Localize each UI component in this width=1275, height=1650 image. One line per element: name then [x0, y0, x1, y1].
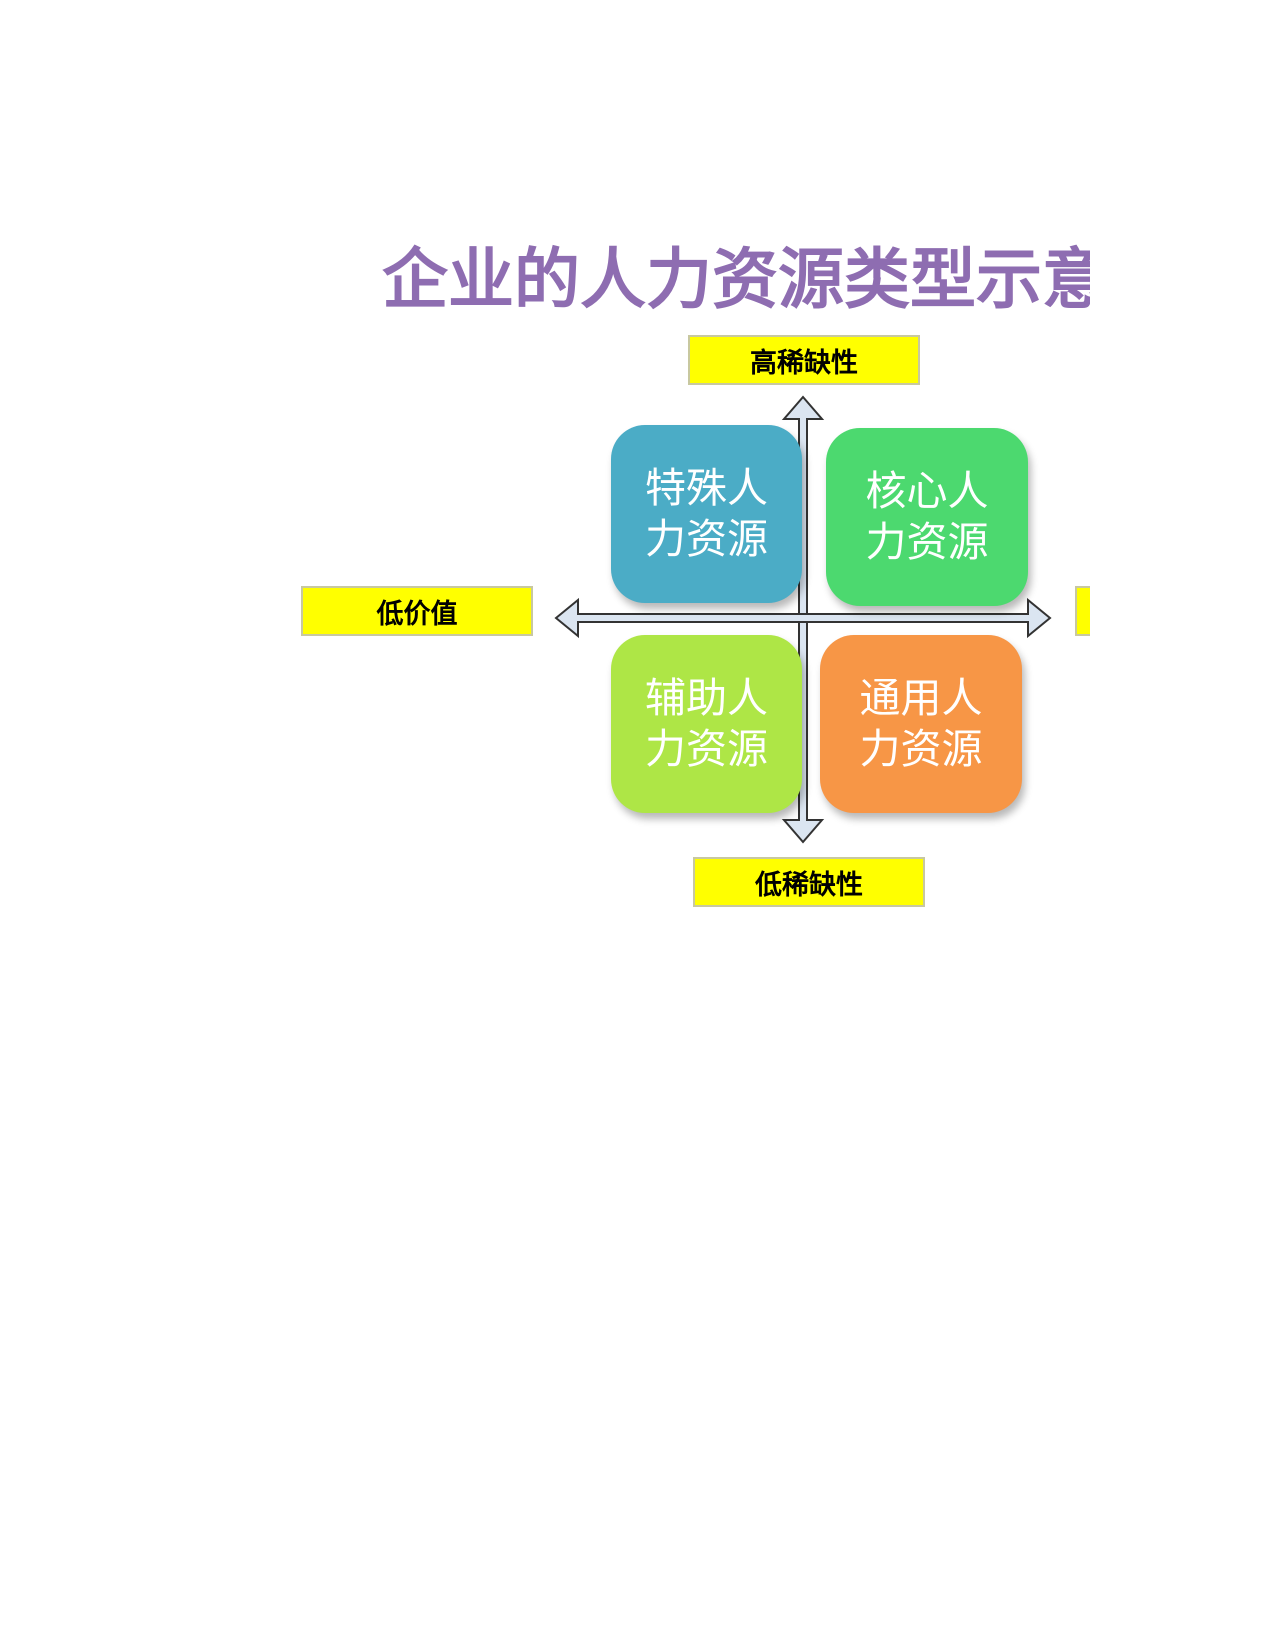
axis-label-top: 高稀缺性	[688, 335, 920, 385]
axis-label-right	[1075, 586, 1090, 636]
axis-label-bottom: 低稀缺性	[693, 857, 925, 907]
quadrant-label-line1: 核心人	[865, 467, 989, 515]
quadrant-core-hr: 核心人 力资源	[826, 428, 1028, 606]
axis-label-left: 低价值	[301, 586, 533, 636]
axis-arrows	[554, 395, 1052, 844]
quadrant-label-line1: 通用人	[859, 674, 983, 722]
quadrant-general-hr: 通用人 力资源	[820, 635, 1022, 813]
quadrant-label-line2: 力资源	[645, 725, 768, 773]
diagram-title: 企业的人力资源类型示意	[382, 241, 1090, 318]
quadrant-label-line1: 特殊人	[645, 464, 768, 512]
quadrant-label-line2: 力资源	[859, 725, 983, 773]
quadrant-label-line2: 力资源	[645, 515, 768, 563]
quadrant-special-hr: 特殊人 力资源	[611, 425, 802, 603]
quadrant-label-line2: 力资源	[865, 518, 989, 566]
horizontal-axis-arrow	[554, 597, 1052, 639]
quadrant-auxiliary-hr: 辅助人 力资源	[611, 635, 802, 813]
diagram-canvas: 企业的人力资源类型示意 高稀缺性 低稀缺性 低价值 特殊人 力资源 核心人 力资…	[301, 241, 1090, 907]
quadrant-label-line1: 辅助人	[645, 674, 768, 722]
